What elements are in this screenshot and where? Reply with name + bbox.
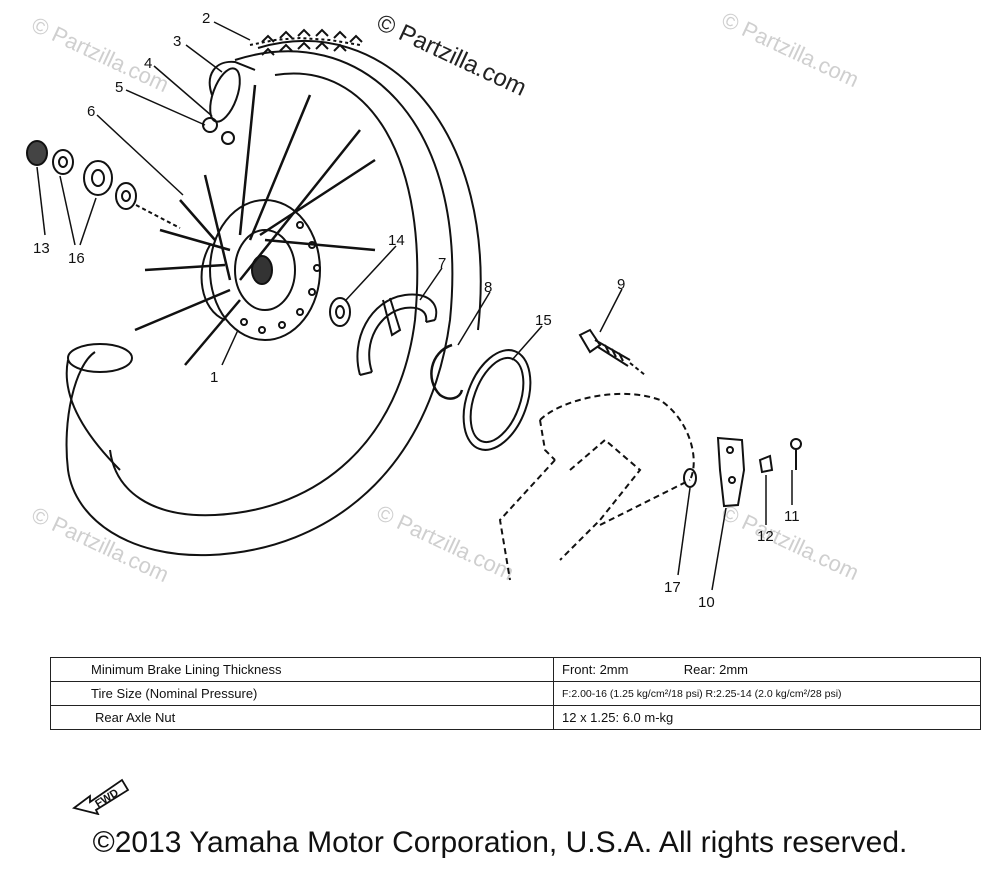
watermarks: © Partzilla.com © Partzilla.com © Partzi… bbox=[28, 7, 863, 587]
callout-8: 8 bbox=[484, 279, 492, 296]
callout-14: 14 bbox=[388, 232, 405, 249]
tire bbox=[65, 36, 482, 557]
table-row: Rear Axle Nut 12 x 1.25: 6.0 m-kg bbox=[50, 705, 981, 730]
axle-hardware bbox=[26, 140, 181, 229]
callout-2: 2 bbox=[202, 10, 210, 27]
callout-5: 5 bbox=[115, 79, 123, 96]
spec-label: Tire Size (Nominal Pressure) bbox=[50, 681, 554, 706]
swing-arm bbox=[498, 392, 695, 581]
spec-table: Minimum Brake Lining Thickness Front: 2m… bbox=[50, 657, 981, 730]
callout-4: 4 bbox=[144, 55, 152, 72]
spacer bbox=[329, 297, 351, 327]
callouts: 1 2 3 4 5 6 7 8 9 10 11 12 13 14 15 16 1… bbox=[33, 10, 800, 611]
bolt bbox=[578, 328, 646, 376]
table-row: Tire Size (Nominal Pressure) F:2.00-16 (… bbox=[50, 681, 981, 706]
table-row: Minimum Brake Lining Thickness Front: 2m… bbox=[50, 657, 981, 682]
callout-10: 10 bbox=[698, 594, 715, 611]
watermark: © Partzilla.com bbox=[372, 9, 530, 102]
callout-16: 16 bbox=[68, 250, 85, 267]
callout-1: 1 bbox=[210, 369, 218, 386]
exploded-parts-diagram: © Partzilla.com © Partzilla.com © Partzi… bbox=[26, 7, 863, 611]
watermark: © Partzilla.com bbox=[718, 7, 863, 92]
spec-value: Front: 2mm Rear: 2mm bbox=[553, 657, 981, 682]
callout-9: 9 bbox=[617, 276, 625, 293]
spec-label: Rear Axle Nut bbox=[50, 705, 554, 730]
copyright-text: ©2013 Yamaha Motor Corporation, U.S.A. A… bbox=[92, 826, 908, 859]
leader-lines bbox=[36, 21, 793, 591]
callout-7: 7 bbox=[438, 255, 446, 272]
watermark: © Partzilla.com bbox=[373, 500, 518, 585]
callout-13: 13 bbox=[33, 240, 50, 257]
spec-value: 12 x 1.25: 6.0 m-kg bbox=[553, 705, 981, 730]
callout-15: 15 bbox=[535, 312, 552, 329]
spec-label: Minimum Brake Lining Thickness bbox=[50, 657, 554, 682]
spec-rear: Rear: 2mm bbox=[683, 662, 749, 677]
callout-6: 6 bbox=[87, 103, 95, 120]
tube-and-valve bbox=[202, 60, 256, 145]
callout-11: 11 bbox=[784, 508, 800, 525]
fwd-label: FWD bbox=[93, 787, 121, 810]
fwd-arrow-icon: FWD bbox=[72, 778, 130, 815]
spec-value: F:2.00-16 (1.25 kg/cm²/18 psi) R:2.25-14… bbox=[553, 681, 981, 706]
seal-ring bbox=[462, 349, 532, 451]
callout-12: 12 bbox=[757, 528, 774, 545]
spokes bbox=[134, 84, 376, 366]
tread-pattern bbox=[261, 28, 363, 56]
spec-front: Front: 2mm bbox=[562, 662, 629, 677]
callout-17: 17 bbox=[664, 579, 681, 596]
circlip bbox=[430, 343, 464, 400]
adjuster-parts bbox=[683, 436, 802, 508]
callout-3: 3 bbox=[173, 33, 181, 50]
watermark: © Partzilla.com bbox=[28, 502, 173, 587]
wheel-hub bbox=[200, 199, 321, 341]
brake-shoe bbox=[356, 293, 438, 376]
